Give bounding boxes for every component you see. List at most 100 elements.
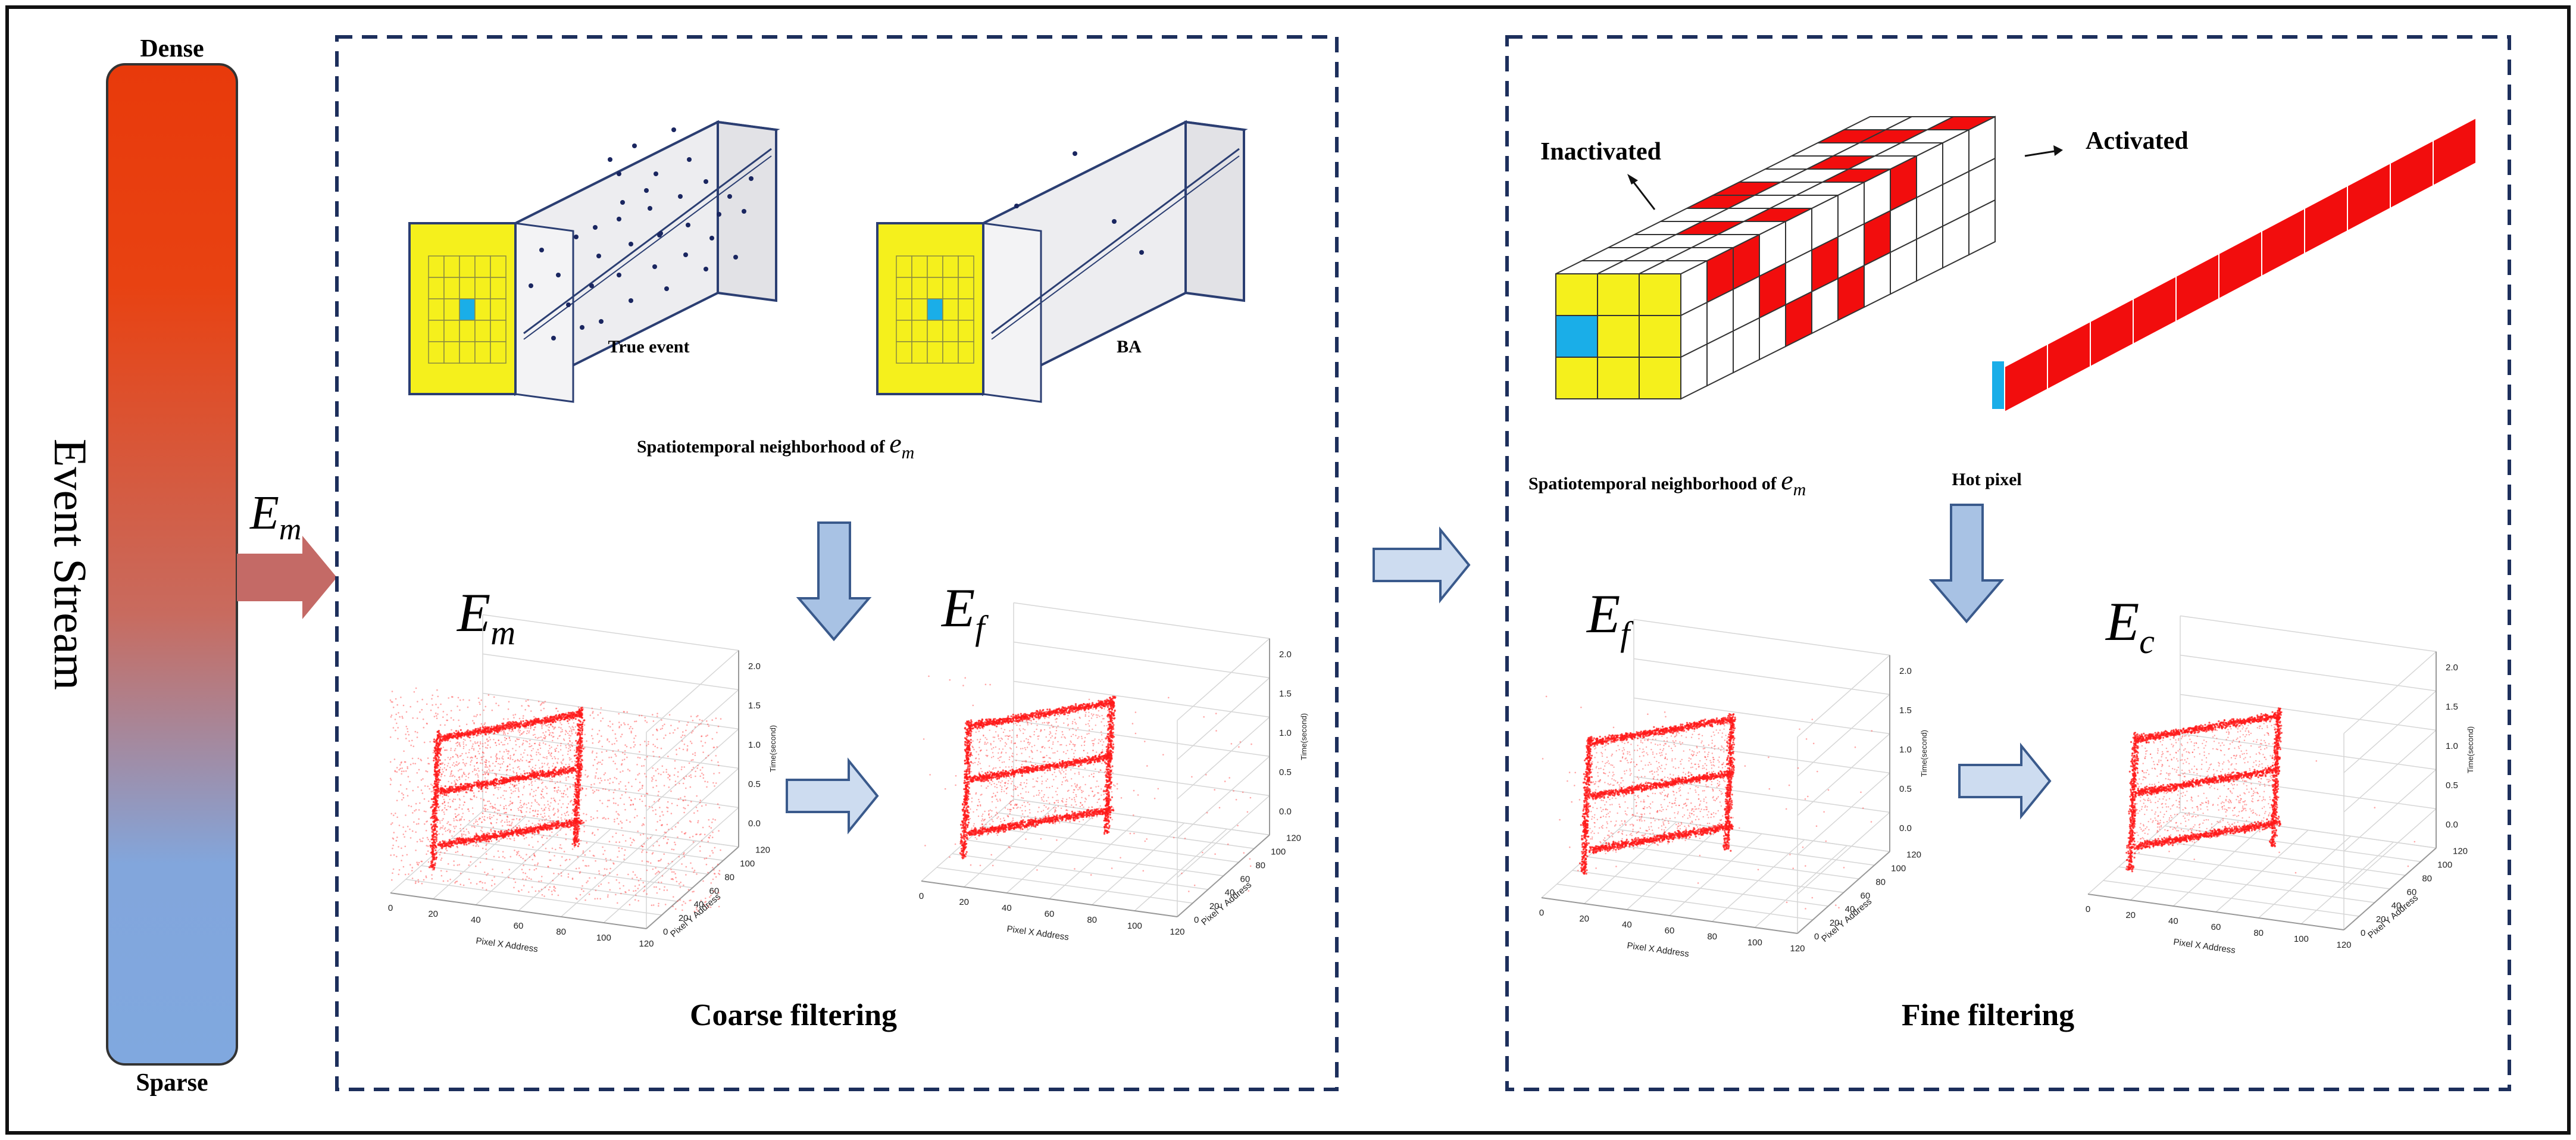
event-point xyxy=(459,699,461,701)
event-point xyxy=(457,736,459,738)
event-point xyxy=(641,795,643,797)
event-point xyxy=(543,708,545,710)
event-point xyxy=(614,821,615,823)
event-point xyxy=(598,742,600,744)
event-point xyxy=(446,749,448,751)
event-point xyxy=(415,832,417,833)
event-point xyxy=(515,726,517,727)
event-point xyxy=(708,755,709,757)
event-point xyxy=(432,791,434,792)
event-point xyxy=(435,704,437,705)
z-tick-label: 2.0 xyxy=(748,661,761,671)
event-point xyxy=(696,908,698,910)
event-point xyxy=(508,805,509,806)
event-point xyxy=(431,874,433,876)
event-point xyxy=(438,732,440,734)
event-point xyxy=(578,797,580,798)
event-point xyxy=(727,194,732,199)
event-point xyxy=(574,813,576,815)
event-point xyxy=(549,748,551,749)
event-point xyxy=(677,776,679,777)
event-point xyxy=(543,895,545,897)
event-point xyxy=(632,842,633,844)
event-point xyxy=(581,820,583,822)
stream-sparse-label: Sparse xyxy=(136,1069,208,1097)
event-point xyxy=(597,898,599,899)
event-point xyxy=(436,822,438,823)
event-point xyxy=(416,823,418,825)
event-point xyxy=(509,801,511,802)
event-point xyxy=(577,773,579,775)
event-point xyxy=(602,854,604,855)
event-point xyxy=(640,834,642,836)
event-point xyxy=(549,825,551,827)
event-point xyxy=(642,824,643,826)
event-point xyxy=(575,770,577,772)
event-point xyxy=(690,716,692,717)
event-point xyxy=(526,760,527,761)
event-point xyxy=(489,818,490,819)
event-point xyxy=(662,725,664,727)
event-point xyxy=(687,748,689,750)
event-point xyxy=(591,735,593,737)
event-point xyxy=(461,836,463,838)
event-point xyxy=(524,786,525,787)
event-point xyxy=(529,869,531,871)
event-point xyxy=(395,714,397,716)
event-point xyxy=(615,755,617,757)
event-point xyxy=(1112,219,1117,224)
event-point xyxy=(392,822,393,824)
event-point xyxy=(577,845,579,847)
event-point xyxy=(436,751,438,752)
event-point xyxy=(548,889,550,891)
event-point xyxy=(671,848,673,850)
event-point xyxy=(537,749,539,751)
event-point xyxy=(551,798,552,799)
event-point xyxy=(650,837,652,839)
event-point xyxy=(542,771,543,773)
event-point xyxy=(476,716,477,717)
event-point xyxy=(489,836,491,838)
event-point xyxy=(473,716,475,717)
event-point xyxy=(581,732,583,733)
event-point xyxy=(451,782,453,784)
event-point xyxy=(434,836,436,838)
event-point xyxy=(398,791,400,792)
event-point xyxy=(571,772,573,774)
event-point xyxy=(573,769,575,771)
event-point xyxy=(537,863,539,864)
event-point xyxy=(503,836,505,838)
event-point xyxy=(665,867,667,869)
event-point xyxy=(679,856,680,858)
event-point xyxy=(485,759,487,761)
event-point xyxy=(714,873,716,875)
event-point xyxy=(644,773,646,774)
event-point xyxy=(637,774,639,776)
event-point xyxy=(693,891,695,892)
event-point xyxy=(597,829,599,830)
event-point xyxy=(646,745,648,747)
event-point xyxy=(720,849,721,851)
event-point xyxy=(655,873,656,875)
event-point xyxy=(629,770,631,772)
event-point xyxy=(546,725,548,727)
event-point xyxy=(446,720,448,722)
event-point xyxy=(712,738,714,740)
event-point xyxy=(476,883,478,885)
event-point xyxy=(713,747,715,748)
z-tick-label: 1.0 xyxy=(748,740,761,750)
event-point xyxy=(502,851,504,853)
event-point xyxy=(518,779,520,780)
event-point xyxy=(541,836,543,838)
event-point xyxy=(505,812,507,814)
event-point xyxy=(501,836,503,838)
event-point xyxy=(645,776,647,777)
event-point xyxy=(539,770,541,772)
event-point xyxy=(496,839,498,841)
event-point xyxy=(410,837,412,839)
event-point xyxy=(611,757,612,758)
event-point xyxy=(552,719,554,720)
event-point xyxy=(432,826,434,827)
event-point xyxy=(639,799,641,801)
event-point xyxy=(520,773,522,775)
